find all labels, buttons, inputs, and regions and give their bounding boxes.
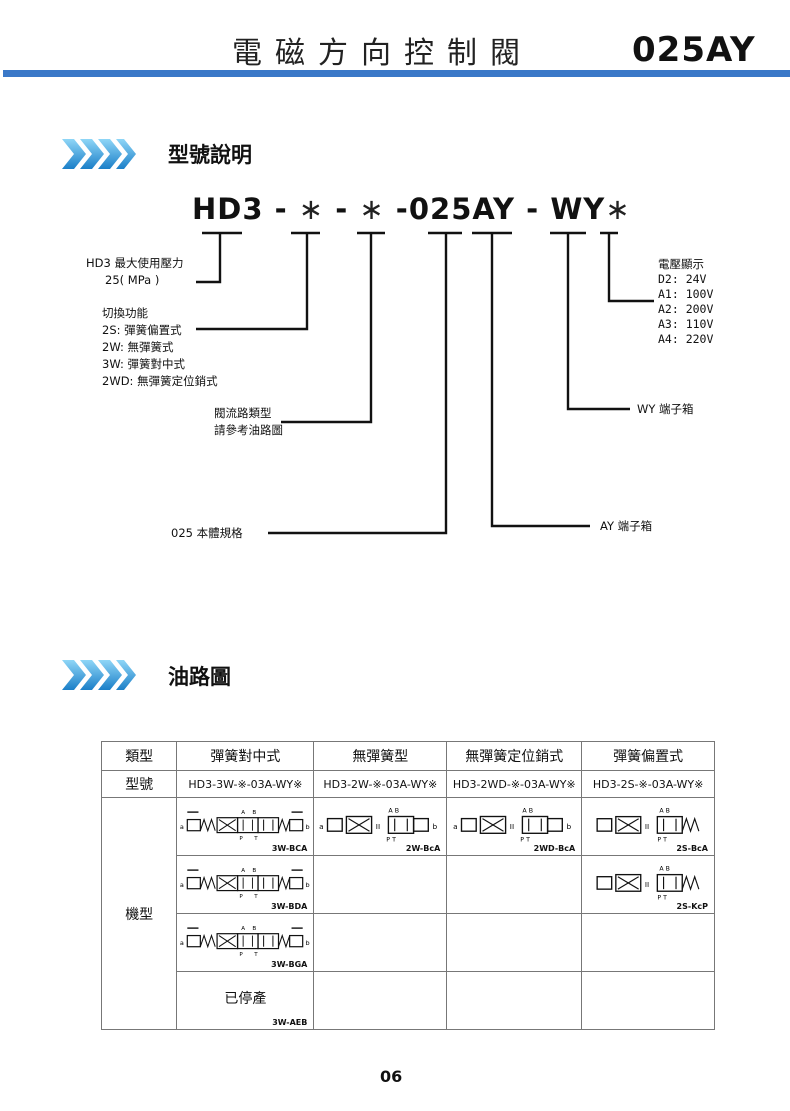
type-no-spring: 無彈簧型 (313, 741, 448, 771)
code-dash-4: - (526, 192, 540, 226)
model-code: HD3 - ∗ - ∗ -025AY - WY∗ (192, 192, 631, 226)
type-spring-center: 彈簧對中式 (176, 741, 315, 771)
flow-type-line2: 請參考油路圖 (214, 423, 283, 437)
diagram-label: 3W-BCA (271, 844, 308, 853)
switch-option-2w: 2W: 無彈簧式 (102, 340, 174, 354)
discontinued-label: 已停產 (224, 991, 267, 1007)
header-type-label: 類型 (100, 741, 178, 771)
voltage-a1: A1: 100V (658, 287, 714, 301)
empty-cell (446, 913, 583, 972)
model-2s: HD3-2S-※-03A-WY※ (581, 770, 715, 798)
switch-option-2s: 2S: 彈簧偏置式 (102, 323, 182, 337)
diagram-3w-bca: 3W-BCA (176, 797, 315, 856)
diagram-label: 3W-BGA (271, 960, 308, 969)
diagram-2s-bca: 2S-BcA (581, 797, 715, 856)
switch-option-2wd: 2WD: 無彈簧定位銷式 (102, 374, 218, 388)
voltage-title: 電壓顯示 (658, 257, 704, 271)
body-size-label: 025 本體規格 (171, 526, 243, 540)
header-model-label: 型號 (100, 770, 178, 798)
ay-box-label: AY 端子箱 (600, 519, 653, 533)
code-series: HD3 (192, 192, 264, 226)
diagram-label: 3W-BDA (271, 902, 308, 911)
diagram-2s-kcp: 2S-KcP (581, 855, 715, 914)
code-switch-placeholder: ∗ (298, 192, 325, 226)
pressure-label-line2: 25( MPa ) (105, 273, 160, 287)
flow-type-line1: 閥流路類型 (214, 406, 272, 420)
type-no-spring-detent: 無彈簧定位銷式 (446, 741, 583, 771)
model-2w: HD3-2W-※-03A-WY※ (313, 770, 448, 798)
code-flow-placeholder: ∗ (359, 192, 385, 226)
empty-cell (446, 971, 583, 1030)
voltage-a2: A2: 200V (658, 302, 714, 316)
switch-function-label: 切換功能 2S: 彈簧偏置式 2W: 無彈簧式 3W: 彈簧對中式 2WD: 無… (102, 305, 218, 390)
code-dash-2: - (335, 192, 349, 226)
empty-cell (313, 971, 448, 1030)
empty-cell (581, 971, 715, 1030)
voltage-label: 電壓顯示 D2: 24V A1: 100V A2: 200V A3: 110V … (658, 257, 713, 347)
page-number: 06 (380, 1067, 403, 1086)
diagram-label: 3W-AEB (272, 1018, 308, 1027)
voltage-a3: A3: 110V (658, 317, 714, 331)
chevron-arrows-icon (62, 139, 136, 169)
empty-cell (313, 913, 448, 972)
circuit-table: 類型 彈簧對中式 無彈簧型 無彈簧定位銷式 彈簧偏置式 型號 HD3-3W-※-… (100, 741, 715, 1030)
diagram-label: 2S-BcA (676, 844, 708, 853)
model-3w: HD3-3W-※-03A-WY※ (176, 770, 315, 798)
pressure-label: HD3 最大使用壓力 25( MPa ) (86, 255, 183, 289)
diagram-2wd-bca: 2WD-BcA (446, 797, 583, 856)
header-divider (3, 70, 790, 77)
section-title-model: 型號說明 (168, 143, 252, 167)
diagram-3w-aeb: 已停產 3W-AEB (176, 971, 315, 1030)
chevron-arrows-icon (62, 660, 136, 690)
code-terminal: WY (550, 192, 606, 226)
voltage-a4: A4: 220V (658, 332, 714, 346)
header-machine-label: 機型 (100, 797, 178, 1030)
page-title: 電磁方向控制閥 (232, 36, 533, 71)
flow-type-label: 閥流路類型 請參考油路圖 (214, 405, 283, 439)
diagram-label: 2S-KcP (676, 902, 708, 911)
empty-cell (313, 855, 448, 914)
code-voltage-placeholder: ∗ (605, 192, 631, 226)
code-body: 025AY (408, 192, 516, 226)
diagram-3w-bda: 3W-BDA (176, 855, 315, 914)
code-dash-1: - (274, 192, 288, 226)
diagram-label: 2WD-BcA (533, 844, 576, 853)
connector-lines (196, 231, 654, 535)
voltage-d2: D2: 24V (658, 272, 707, 286)
diagram-label: 2W-BcA (405, 844, 441, 853)
model-title: 025AY (632, 30, 756, 70)
empty-cell (581, 913, 715, 972)
type-spring-offset: 彈簧偏置式 (581, 741, 715, 771)
section-title-circuit: 油路圖 (168, 665, 231, 689)
empty-cell (446, 855, 583, 914)
switch-option-3w: 3W: 彈簧對中式 (102, 357, 186, 371)
diagram-2w-bca: 2W-BcA (313, 797, 448, 856)
switch-function-title: 切換功能 (102, 306, 148, 320)
code-dash-3: - (395, 192, 409, 226)
pressure-label-line1: HD3 最大使用壓力 (86, 256, 184, 270)
model-2wd: HD3-2WD-※-03A-WY※ (446, 770, 583, 798)
diagram-3w-bga: 3W-BGA (176, 913, 315, 972)
wy-box-label: WY 端子箱 (637, 402, 694, 416)
